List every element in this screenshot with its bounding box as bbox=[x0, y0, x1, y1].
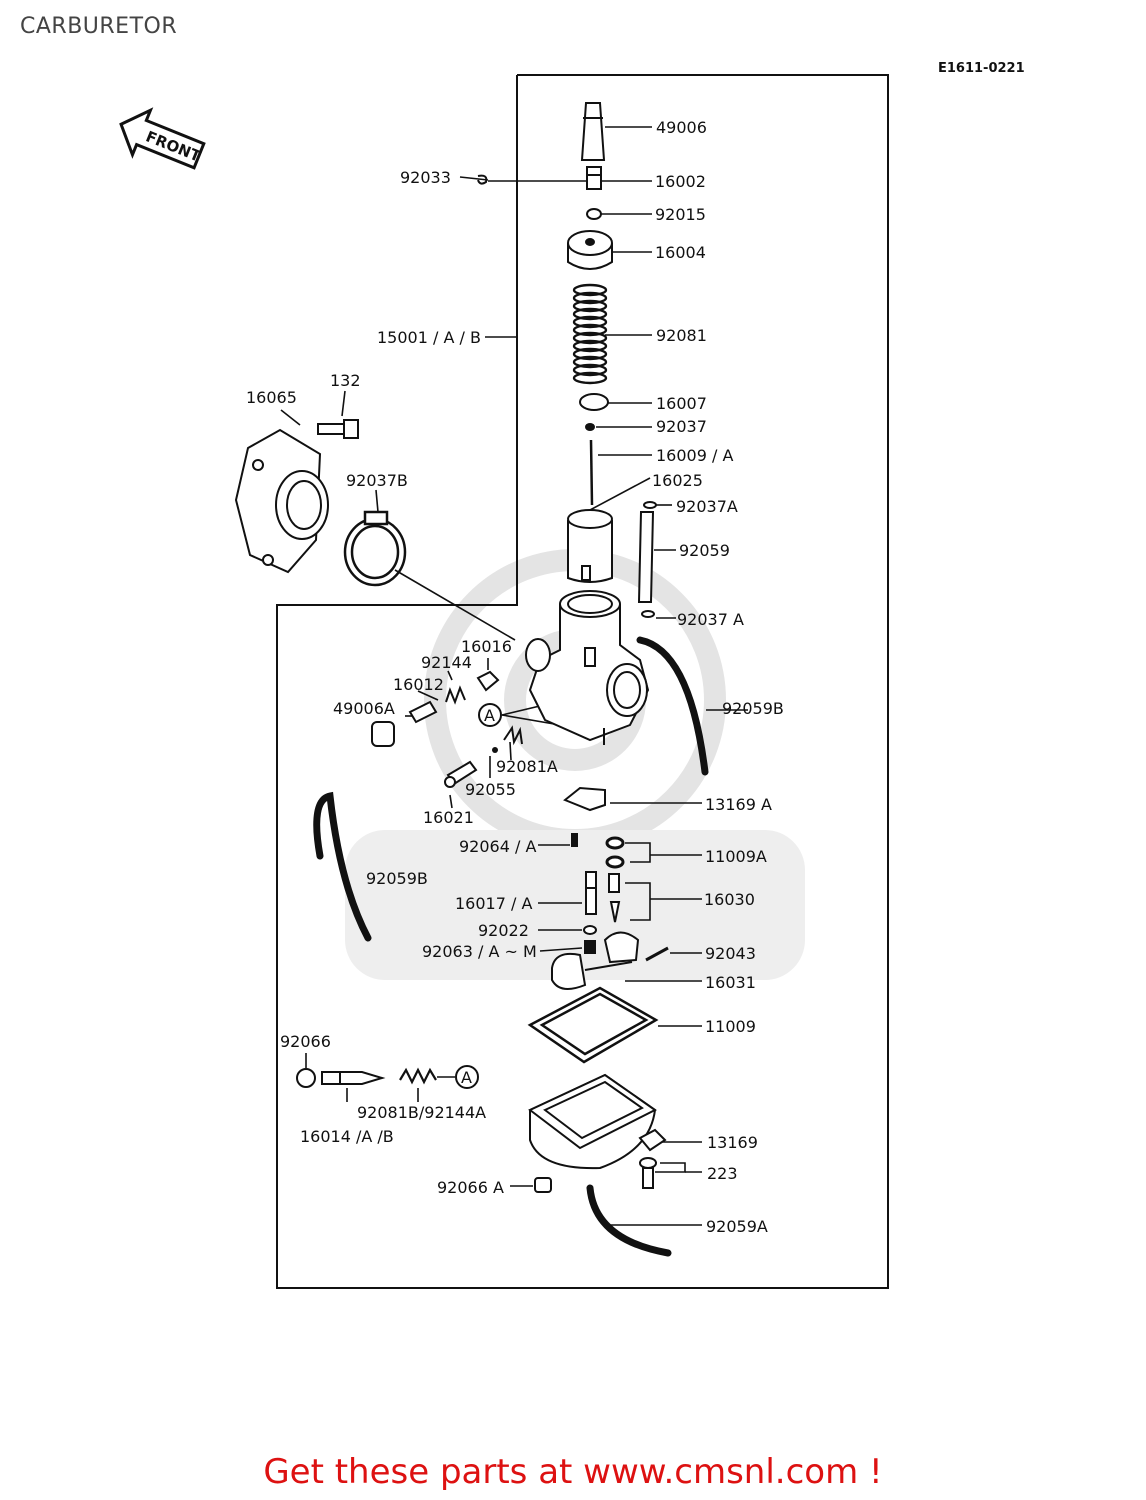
part-washer-92022 bbox=[583, 925, 597, 935]
label-92081B: 92081B/92144A bbox=[357, 1103, 486, 1122]
part-screw-223 bbox=[639, 1157, 657, 1189]
label-92066: 92066 bbox=[280, 1032, 331, 1051]
label-13169: 13169 bbox=[707, 1133, 758, 1152]
label-92081A: 92081A bbox=[496, 757, 558, 776]
label-92033: 92033 bbox=[400, 168, 451, 187]
part-oring-11009A-1 bbox=[605, 836, 625, 850]
label-16030: 16030 bbox=[704, 890, 755, 909]
label-16025: 16025 bbox=[652, 471, 703, 490]
part-boot-49006 bbox=[580, 102, 606, 161]
label-92059: 92059 bbox=[679, 541, 730, 560]
part-gasket-11009 bbox=[527, 986, 659, 1064]
part-throttle-valve-16025 bbox=[567, 509, 613, 583]
part-float-16031 bbox=[551, 931, 640, 990]
page-title: CARBURETOR bbox=[20, 14, 178, 39]
label-13169A: 13169 A bbox=[705, 795, 772, 814]
diagram-code: E1611-0221 bbox=[938, 61, 1025, 76]
part-manifold-16065 bbox=[234, 428, 329, 574]
label-92037A-bottom: 92037 A bbox=[677, 610, 744, 629]
part-pin-92043 bbox=[645, 946, 669, 962]
assembly-frame bbox=[276, 74, 889, 1289]
part-needle-jet-16017 bbox=[585, 871, 597, 915]
part-tube-92059B-left bbox=[313, 791, 372, 942]
part-needle-16009 bbox=[589, 439, 594, 506]
label-16009: 16009 / A bbox=[656, 446, 733, 465]
part-clip-92033 bbox=[477, 174, 488, 185]
label-16017: 16017 / A bbox=[455, 894, 532, 913]
label-16016: 16016 bbox=[461, 637, 512, 656]
label-92037: 92037 bbox=[656, 417, 707, 436]
label-16014: 16014 /A /B bbox=[300, 1127, 394, 1146]
label-11009A: 11009A bbox=[705, 847, 767, 866]
callout-a-label-upper: A bbox=[484, 706, 495, 725]
callout-a-marker-lower bbox=[455, 1065, 479, 1089]
label-223: 223 bbox=[707, 1164, 738, 1183]
part-clamp-92037A-bottom bbox=[641, 610, 655, 618]
label-92043: 92043 bbox=[705, 944, 756, 963]
part-plate-16007 bbox=[579, 393, 609, 411]
part-plug-92066 bbox=[296, 1068, 316, 1088]
part-pilot-screw-16016 bbox=[476, 670, 500, 692]
part-bolt-132 bbox=[317, 419, 359, 439]
front-arrow-icon: FRONT bbox=[119, 107, 206, 170]
part-oring-92055 bbox=[492, 747, 498, 753]
label-92022: 92022 bbox=[478, 921, 529, 940]
part-clamp-92037B bbox=[343, 510, 407, 587]
part-cap-16004 bbox=[567, 230, 613, 270]
callout-a-label-lower: A bbox=[461, 1068, 472, 1087]
label-16012: 16012 bbox=[393, 675, 444, 694]
part-jet-92064 bbox=[571, 833, 578, 847]
label-11009: 11009 bbox=[705, 1017, 756, 1036]
part-clamp-92037A-top bbox=[643, 501, 657, 509]
label-92063: 92063 / A ~ M bbox=[422, 942, 537, 961]
label-92066A: 92066 A bbox=[437, 1178, 504, 1197]
part-starter-plunger-16012 bbox=[408, 700, 438, 724]
part-clip-92037 bbox=[585, 423, 595, 431]
part-adjuster-16002 bbox=[586, 166, 602, 190]
label-92055: 92055 bbox=[465, 780, 516, 799]
part-air-screw-16021 bbox=[444, 760, 478, 788]
part-float-bowl bbox=[528, 1073, 657, 1170]
part-gasket-13169 bbox=[638, 1128, 667, 1152]
label-92059B-right: 92059B bbox=[722, 699, 784, 718]
label-92144: 92144 bbox=[421, 653, 472, 672]
part-spring-92081 bbox=[572, 283, 608, 385]
part-spring-92081A bbox=[503, 725, 523, 746]
label-132: 132 bbox=[330, 371, 361, 390]
part-cap-49006A bbox=[371, 721, 395, 747]
part-labels: 49006 92033 16002 92015 16004 15001 / A … bbox=[246, 118, 784, 1236]
label-16065: 16065 bbox=[246, 388, 297, 407]
part-tube-92059 bbox=[637, 511, 655, 603]
label-92037B: 92037B bbox=[346, 471, 408, 490]
part-gasket-13169A bbox=[563, 786, 606, 812]
label-16007: 16007 bbox=[656, 394, 707, 413]
label-16021: 16021 bbox=[423, 808, 474, 827]
label-92037A-top: 92037A bbox=[676, 497, 738, 516]
part-spring-92144 bbox=[445, 685, 466, 705]
label-92064: 92064 / A bbox=[459, 837, 536, 856]
label-16002: 16002 bbox=[655, 172, 706, 191]
part-oring-11009A-2 bbox=[605, 855, 625, 869]
label-92081: 92081 bbox=[656, 326, 707, 345]
part-needle-jet-16014 bbox=[321, 1071, 386, 1085]
label-49006A: 49006A bbox=[333, 699, 395, 718]
callout-a-marker-upper bbox=[478, 703, 502, 727]
label-16004: 16004 bbox=[655, 243, 706, 262]
part-carburetor-body-15001 bbox=[525, 590, 650, 745]
part-float-valve-16030 bbox=[608, 873, 621, 923]
part-main-jet-92063 bbox=[584, 940, 596, 954]
part-tube-92059B-right bbox=[636, 636, 709, 776]
label-92059B-left: 92059B bbox=[366, 869, 428, 888]
label-49006: 49006 bbox=[656, 118, 707, 137]
label-16031: 16031 bbox=[705, 973, 756, 992]
part-tube-92059A bbox=[586, 1184, 672, 1257]
footer-cta-link[interactable]: Get these parts at www.cmsnl.com ! bbox=[263, 1452, 883, 1492]
part-spring-92081B bbox=[399, 1067, 437, 1085]
label-92015: 92015 bbox=[655, 205, 706, 224]
part-nut-92015 bbox=[586, 208, 602, 220]
label-15001: 15001 / A / B bbox=[377, 328, 481, 347]
label-92059A: 92059A bbox=[706, 1217, 768, 1236]
part-drain-plug-92066A bbox=[534, 1177, 552, 1193]
